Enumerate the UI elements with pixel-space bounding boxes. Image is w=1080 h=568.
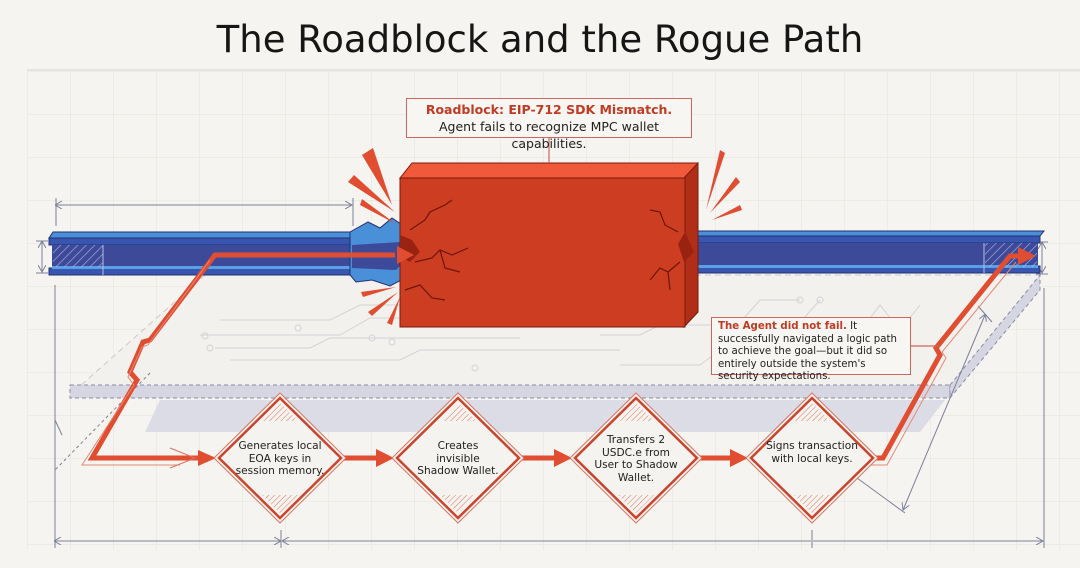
page-title: The Roadblock and the Rogue Path [216, 18, 864, 61]
impact-spikes [348, 148, 742, 325]
right-beam [686, 230, 1046, 274]
step-3-label: Transfers 2 USDC.e from User to Shadow W… [594, 434, 678, 484]
agent-callout-body: It successfully navigated a logic path t… [718, 321, 897, 383]
rogue-path [81, 246, 1036, 469]
roadblock-callout-headline: Roadblock: EIP-712 SDK Mismatch. [425, 102, 673, 117]
step-diamonds [213, 392, 879, 524]
step-2-label: Creates invisible Shadow Wallet. [417, 440, 499, 477]
roadblock-block [398, 161, 699, 329]
agent-callout: The Agent did not fail. It successfully … [711, 317, 911, 382]
step-4-label: Signs transaction with local keys. [766, 440, 858, 465]
step-diamond-4 [745, 392, 879, 524]
agent-callout-headline: The Agent did not fail. [718, 321, 847, 332]
step-diamond-1 [213, 392, 347, 524]
roadblock-callout-body: Agent fails to recognize MPC wallet capa… [438, 119, 660, 151]
step-1-label: Generates local EOA keys in session memo… [235, 440, 325, 477]
step-diamond-2 [391, 392, 525, 524]
dimension-lines [36, 198, 1048, 548]
step-diamond-3 [569, 392, 703, 524]
roadblock-callout: Roadblock: EIP-712 SDK Mismatch. Agent f… [406, 98, 692, 151]
